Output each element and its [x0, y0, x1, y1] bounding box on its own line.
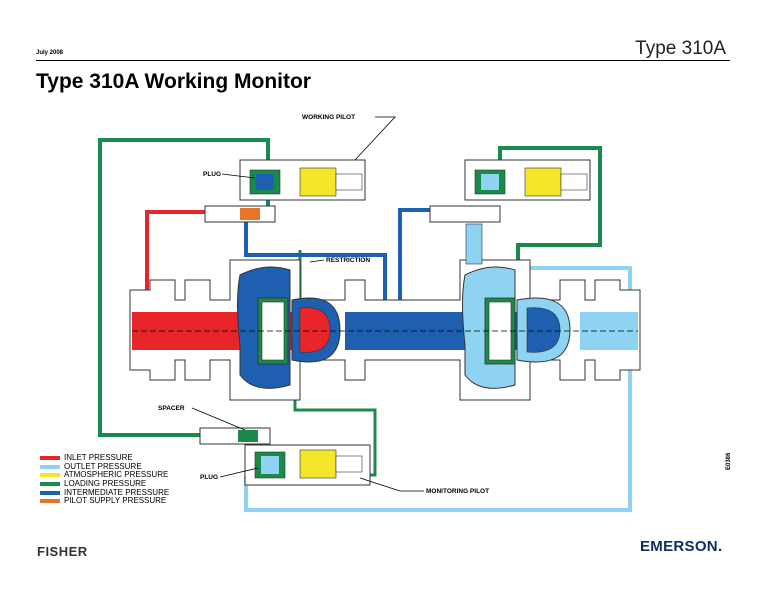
legend-item: INTERMEDIATE PRESSURE: [40, 488, 169, 497]
legend-item: PILOT SUPPLY PRESSURE: [40, 496, 169, 506]
legend-swatch: [40, 499, 60, 504]
legend-item: ATMOSPHERIC PRESSURE: [40, 471, 169, 480]
working-pilot-leader: [354, 116, 396, 161]
slide-title: Type 310A: [635, 38, 726, 59]
plug-bottom-leader: [219, 467, 259, 478]
monitoring-pilot-leader: [359, 477, 424, 492]
loading-line-right: [498, 146, 602, 290]
legend-swatch: [40, 464, 60, 469]
plug-bottom-label: PLUG: [200, 474, 218, 481]
spacer-leader: [191, 407, 246, 431]
left-actuator: [237, 266, 341, 389]
intermediate-line-left: [244, 220, 387, 315]
page-title: Type 310A Working Monitor: [36, 70, 311, 93]
legend-item: LOADING PRESSURE: [40, 478, 169, 489]
legend-label: LOADING PRESSURE: [64, 478, 147, 488]
legend-label: INLET PRESSURE: [64, 453, 133, 463]
fisher-logo: FISHER: [37, 544, 88, 559]
legend-label: PILOT SUPPLY PRESSURE: [64, 496, 167, 506]
spacer-label: SPACER: [158, 405, 185, 412]
header-rule: [36, 60, 730, 61]
right-pilot: [429, 159, 591, 265]
monitoring-pilot: [199, 427, 371, 486]
drawing-code: E0386: [726, 452, 732, 470]
legend-item: INLET PRESSURE: [40, 453, 169, 463]
legend-label: INTERMEDIATE PRESSURE: [64, 487, 170, 497]
legend-label: ATMOSPHERIC PRESSURE: [64, 470, 169, 480]
plug-top-label: PLUG: [203, 171, 221, 178]
working-pilot: [204, 159, 366, 223]
plug-top-leader: [221, 173, 256, 179]
legend-item: OUTLET PRESSURE: [40, 461, 169, 472]
monitoring-pilot-label: MONITORING PILOT: [426, 488, 489, 495]
working-pilot-label: WORKING PILOT: [302, 114, 355, 121]
restriction-label: RESTRICTION: [326, 257, 370, 264]
legend-swatch: [40, 473, 60, 478]
legend-swatch: [40, 490, 60, 495]
legend-swatch: [40, 482, 60, 487]
restriction-leader: [309, 259, 325, 263]
legend-label: OUTLET PRESSURE: [64, 461, 142, 471]
date: July 2008: [36, 50, 64, 56]
legend-swatch: [40, 456, 60, 461]
outlet-line: [244, 266, 632, 512]
emerson-logo: EMERSON.: [640, 538, 723, 555]
